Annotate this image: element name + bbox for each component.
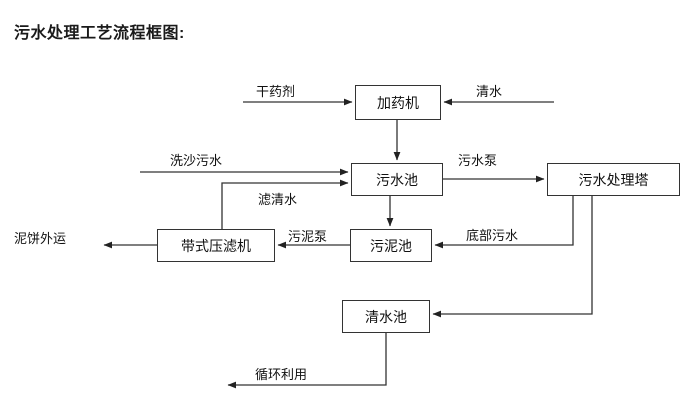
node-dosing-machine[interactable]: 加药机 bbox=[355, 85, 441, 120]
node-label: 清水池 bbox=[365, 308, 407, 325]
edge-label-wastewater-pump: 污水泵 bbox=[458, 153, 498, 168]
edge-label-bottom-sewage: 底部污水 bbox=[466, 228, 519, 243]
terminal-label-mud-cake-out: 泥饼外运 bbox=[14, 231, 67, 246]
edge-label-sludge-pump: 污泥泵 bbox=[288, 229, 328, 244]
edge-label-dry-chemical: 干药剂 bbox=[256, 84, 296, 99]
edge-tower-to-clearwater bbox=[432, 196, 593, 318]
edge-recycle-reuse bbox=[227, 333, 387, 389]
edge-label-sand-wash-water: 洗沙污水 bbox=[170, 153, 223, 168]
node-clear-water-pool[interactable]: 清水池 bbox=[342, 300, 430, 333]
node-label: 污水池 bbox=[376, 171, 418, 188]
edge-filtered-to-wastewater bbox=[221, 179, 349, 229]
node-label: 污水处理塔 bbox=[578, 171, 649, 188]
node-treatment-tower[interactable]: 污水处理塔 bbox=[547, 163, 680, 196]
node-wastewater-pool[interactable]: 污水池 bbox=[351, 163, 443, 196]
node-label: 带式压滤机 bbox=[181, 237, 251, 254]
edge-label-filtered-water: 滤清水 bbox=[258, 192, 298, 207]
terminal-label-recycle-reuse: 循环利用 bbox=[255, 367, 308, 382]
edge-label-clean-water: 清水 bbox=[476, 84, 503, 99]
node-label: 污泥池 bbox=[370, 237, 412, 254]
node-sludge-pool[interactable]: 污泥池 bbox=[350, 229, 432, 262]
node-label: 加药机 bbox=[377, 94, 419, 111]
page-title: 污水处理工艺流程框图: bbox=[14, 25, 185, 42]
edge-bottom-sewage bbox=[434, 196, 574, 249]
node-belt-filter-press[interactable]: 带式压滤机 bbox=[157, 229, 275, 262]
